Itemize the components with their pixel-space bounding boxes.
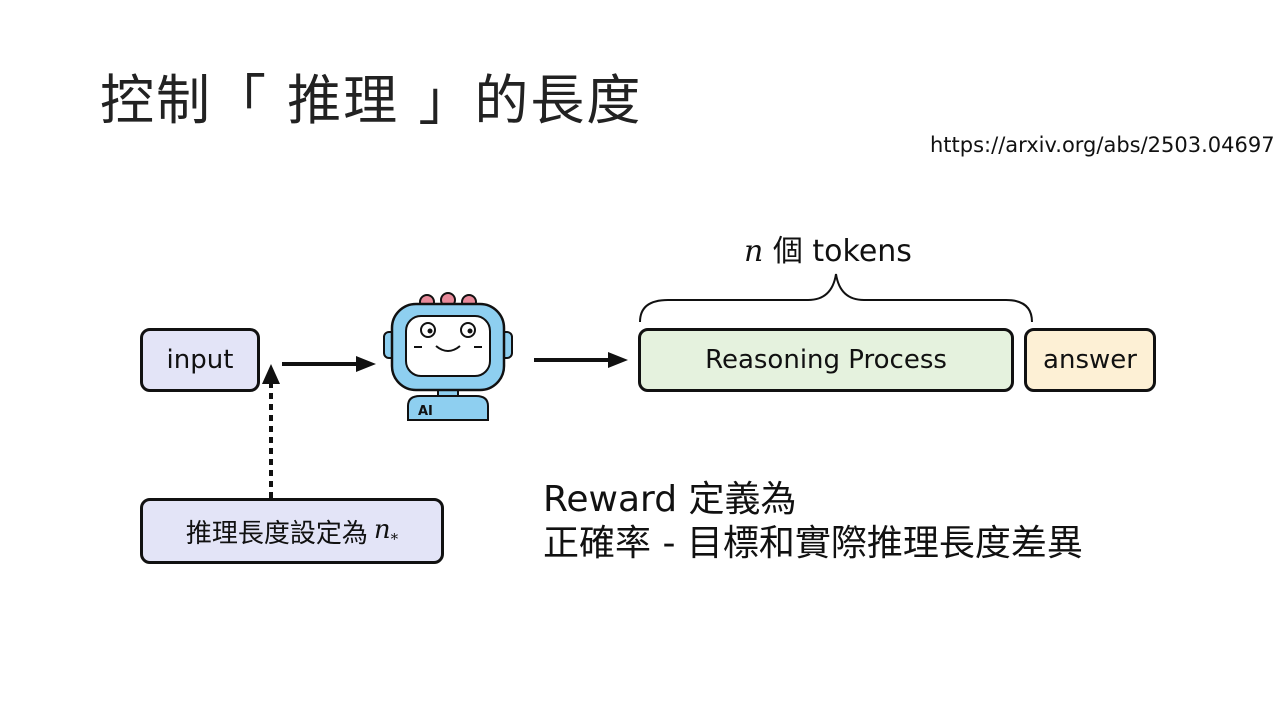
arrow-input-to-model (282, 356, 376, 372)
robot-icon: AI (383, 292, 513, 421)
target-length-subscript: * (390, 529, 399, 548)
source-link[interactable]: https://arxiv.org/abs/2503.04697 (930, 133, 1275, 157)
length-constraint-label: 推理長度設定為 (185, 518, 368, 549)
token-count-text: 個 tokens (772, 234, 912, 269)
reasoning-process-box: Reasoning Process (638, 328, 1014, 392)
target-length-var: n* (373, 514, 399, 548)
answer-label: answer (1043, 345, 1137, 375)
length-constraint-box: 推理長度設定為 n* (140, 498, 444, 564)
brace-over-reasoning (639, 273, 1033, 323)
slide-title: 控制「 推理 」的長度 (100, 69, 643, 132)
robot-badge-text: AI (418, 404, 433, 419)
token-count-var: n (744, 234, 764, 269)
token-count-label: n 個 tokens (744, 232, 912, 272)
reward-definition: Reward 定義為 正確率 - 目標和實際推理長度差異 (543, 478, 1083, 566)
reasoning-process-label: Reasoning Process (705, 345, 947, 375)
input-label: input (166, 345, 234, 375)
reward-line-2: 正確率 - 目標和實際推理長度差異 (543, 523, 1083, 564)
dotted-arrow-constraint-to-input (262, 364, 280, 498)
arrow-model-to-reasoning (534, 352, 628, 368)
input-box: input (140, 328, 260, 392)
answer-box: answer (1024, 328, 1156, 392)
reward-line-1: Reward 定義為 (543, 479, 797, 520)
